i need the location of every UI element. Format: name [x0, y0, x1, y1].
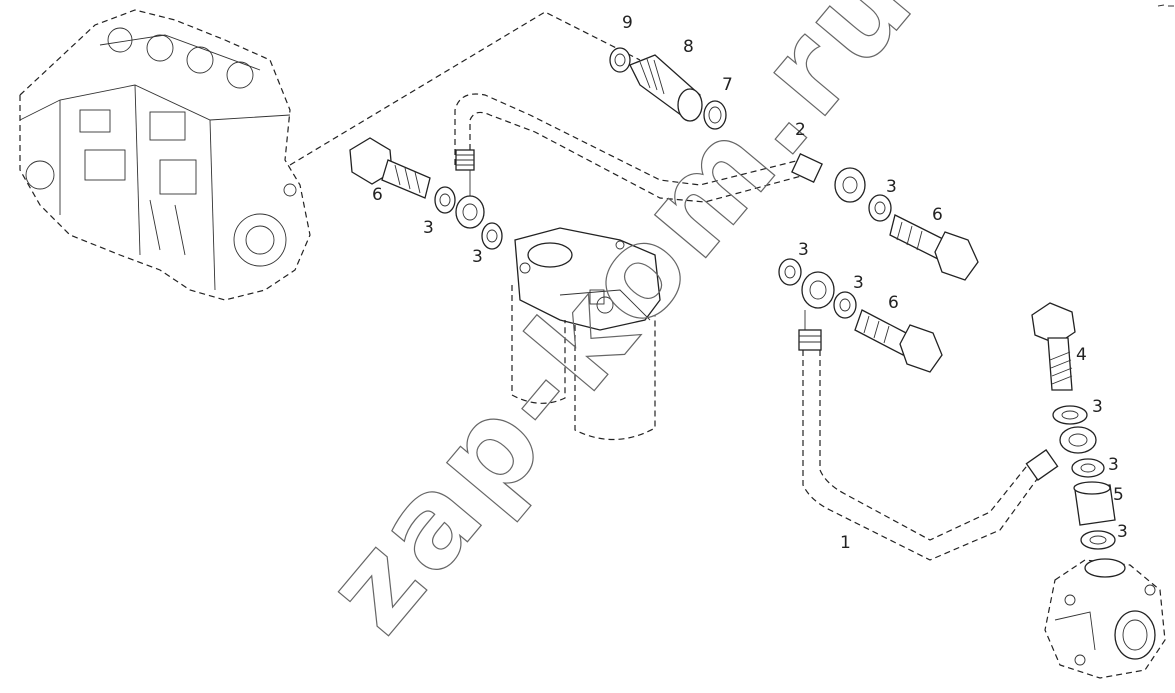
banjo-right-lower — [1059, 426, 1097, 454]
banjo-bolt-middle — [854, 309, 943, 373]
sealing-washer-middle-1 — [778, 258, 802, 286]
callout-6-right-upper: 6 — [932, 205, 943, 225]
pipe-clamp — [455, 149, 823, 183]
banjo-right-upper — [834, 167, 866, 203]
sealing-washer-stack-3 — [1080, 530, 1116, 550]
callout-6-left: 6 — [372, 185, 383, 205]
sealing-washer-middle-2 — [833, 291, 857, 319]
upper-pipe-inner — [469, 111, 806, 203]
engine-block — [19, 9, 311, 301]
lower-pipe-clamp — [798, 329, 822, 351]
sealing-washer-left-1 — [434, 186, 456, 214]
callout-3-middle-1: 3 — [798, 240, 809, 260]
upper-pipe-outer — [454, 93, 801, 186]
pump-body — [1044, 558, 1166, 679]
callout-3-left-1: 3 — [423, 218, 434, 238]
corner-mark — [1157, 4, 1174, 7]
callout-6-middle: 6 — [888, 293, 899, 313]
spacer-sleeve — [1073, 481, 1116, 526]
banjo-bolt-left — [349, 137, 431, 199]
callout-3-right-upper: 3 — [886, 177, 897, 197]
pipe-outer — [802, 350, 1041, 561]
callout-5: 5 — [1113, 485, 1124, 505]
connection-line-engine-fitting — [289, 11, 641, 166]
callout-2: 2 — [795, 120, 806, 140]
banjo-middle — [801, 271, 835, 309]
lower-pipe-end-clamp — [1025, 449, 1059, 481]
callout-3-left-2: 3 — [472, 247, 483, 267]
callout-8: 8 — [683, 37, 694, 57]
sealing-washer-stack-1 — [1052, 405, 1088, 425]
washer-small — [609, 47, 631, 73]
callout-3-stack-1: 3 — [1092, 397, 1103, 417]
filter-assembly — [511, 227, 661, 441]
callout-3-stack-2: 3 — [1108, 455, 1119, 475]
watermark-text: zap-kom.ru — [298, 0, 943, 659]
washer — [703, 100, 727, 130]
pipe-inner — [819, 350, 1031, 541]
callout-4: 4 — [1076, 345, 1087, 365]
banjo-left — [455, 195, 485, 229]
callout-7: 7 — [722, 75, 733, 95]
banjo-bolt-long — [1031, 302, 1076, 391]
banjo-bolt-right-upper — [889, 214, 979, 281]
callout-3-stack-3: 3 — [1117, 522, 1128, 542]
callout-1: 1 — [840, 533, 851, 553]
sealing-washer-stack-2 — [1071, 458, 1105, 478]
callout-9: 9 — [622, 13, 633, 33]
sealing-washer-left-2 — [481, 222, 503, 250]
adapter-fitting — [629, 54, 703, 122]
sealing-washer-right-upper — [868, 194, 892, 222]
callout-3-middle-2: 3 — [853, 273, 864, 293]
